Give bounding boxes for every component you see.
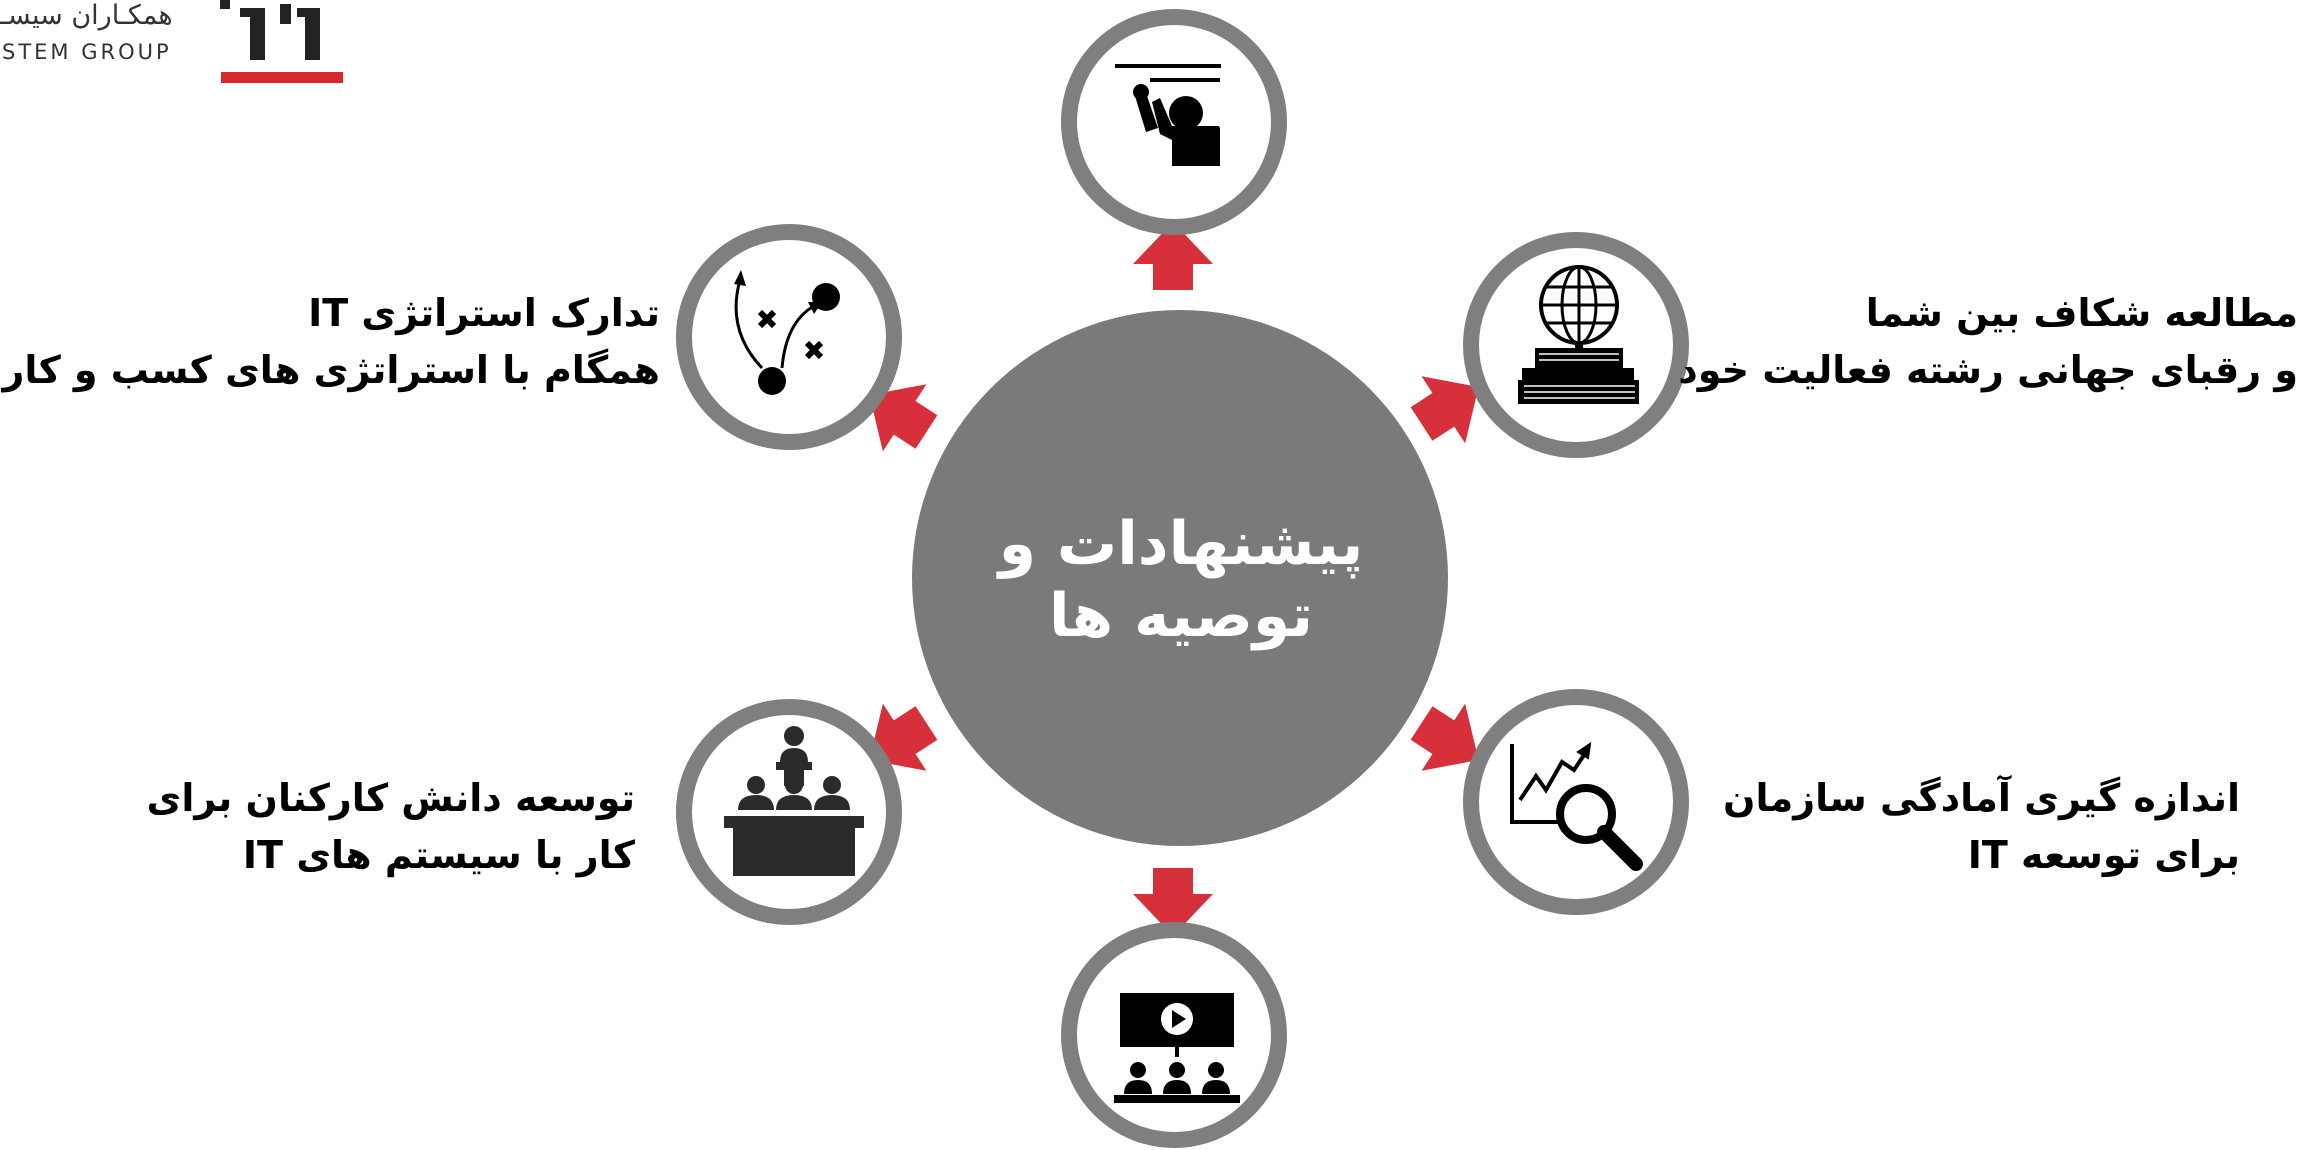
arrow-down	[1133, 868, 1213, 936]
company-logo: همکـاران سیسـ STEM GROUP	[0, 0, 360, 90]
teacher-at-board-icon	[1115, 64, 1221, 166]
logo-text-persian: همکـاران سیسـ	[0, 0, 173, 31]
chart-magnifier-icon	[1510, 741, 1643, 871]
label-gap-study: مطالعه شکاف بین شما و رقبای جهانی رشته ف…	[1678, 285, 2298, 399]
arrow-lower-left	[869, 703, 938, 771]
label-strategy-line-2: همگام با استراتژی های کسب و کار	[2, 348, 660, 392]
label-knowledge: توسعه دانش کارکنان برای کار با سیستم های…	[130, 770, 635, 884]
label-readiness-line-1: اندازه گیری آمادگی سازمان	[1723, 776, 2240, 820]
strategy-playbook-icon	[734, 270, 840, 395]
center-title: پیشنهادات و توصیه ها	[912, 470, 1450, 690]
label-readiness: اندازه گیری آمادگی سازمان برای توسعه IT	[1700, 770, 2240, 884]
arrow-upper-right	[1410, 376, 1479, 444]
arrow-upper-left	[869, 384, 938, 452]
center-title-line-1: پیشنهادات و	[998, 509, 1364, 579]
center-title-line-2: توصیه ها	[1048, 581, 1314, 651]
label-strategy-line-1: تدارک استراتژی IT	[308, 291, 660, 335]
label-gap-study-line-1: مطالعه شکاف بین شما	[1865, 291, 2298, 335]
logo-text-english: STEM GROUP	[2, 40, 172, 64]
video-presentation-audience-icon	[1114, 993, 1240, 1103]
globe-on-books-icon	[1518, 265, 1639, 404]
center-circle	[912, 310, 1448, 846]
arrow-up	[1133, 222, 1213, 290]
arrow-lower-right	[1410, 703, 1479, 771]
company-logo-mark-icon	[220, 0, 343, 83]
speaker-podium-audience-icon	[724, 726, 864, 876]
label-readiness-line-2: برای توسعه IT	[1967, 833, 2240, 877]
label-knowledge-line-2: کار با سیستم های IT	[242, 833, 635, 877]
label-gap-study-line-2: و رقبای جهانی رشته فعالیت خود	[1678, 348, 2298, 392]
label-strategy: تدارک استراتژی IT همگام با استراتژی های …	[2, 285, 660, 399]
label-knowledge-line-1: توسعه دانش کارکنان برای	[146, 776, 635, 820]
